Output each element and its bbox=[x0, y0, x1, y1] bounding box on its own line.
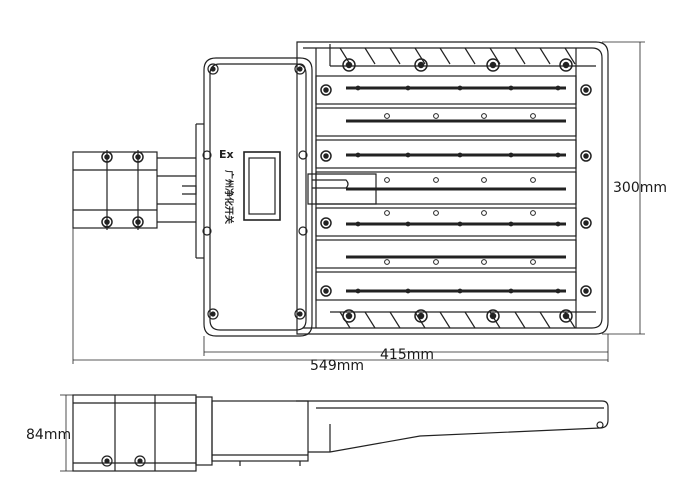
dimension-overall-length-label: 549mm bbox=[310, 358, 364, 374]
dimension-height-label: 300mm bbox=[613, 180, 667, 196]
led-strips bbox=[315, 75, 577, 301]
side-view bbox=[60, 394, 609, 472]
dimension-lines-side bbox=[60, 394, 73, 472]
nameplate bbox=[243, 151, 281, 221]
junction-box bbox=[195, 57, 377, 337]
dimension-side-height-label: 84mm bbox=[26, 427, 71, 443]
ex-mark: Ex bbox=[219, 148, 234, 161]
nameplate-text: 广州净化开关 bbox=[223, 170, 235, 224]
top-view bbox=[72, 41, 645, 364]
dimension-body-length-label: 415mm bbox=[380, 347, 434, 363]
dimension-lines-top bbox=[72, 41, 645, 364]
side-heatsink bbox=[296, 400, 609, 453]
pole-bracket bbox=[72, 150, 197, 230]
side-junction-box bbox=[195, 396, 309, 466]
mounting-bolts bbox=[320, 58, 592, 323]
side-pole-bracket bbox=[72, 394, 197, 472]
